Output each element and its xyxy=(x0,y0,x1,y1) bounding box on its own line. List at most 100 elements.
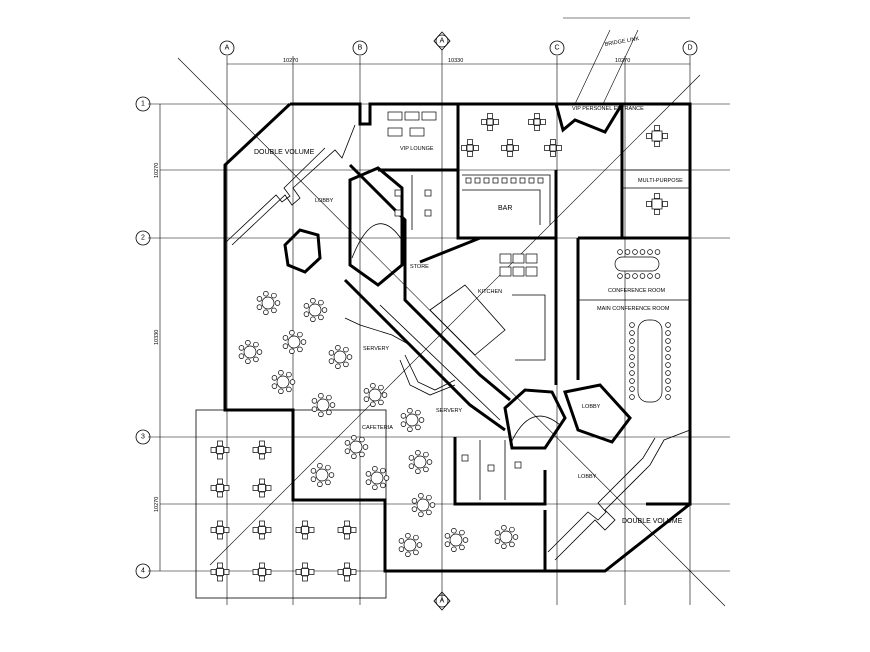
central-spine xyxy=(343,163,511,432)
bar-stool xyxy=(492,177,499,184)
grid-label: D xyxy=(687,45,692,52)
round-table xyxy=(333,350,347,364)
chair xyxy=(512,534,519,540)
chair xyxy=(654,249,661,255)
round-table xyxy=(413,455,427,469)
chair xyxy=(372,465,378,472)
chair xyxy=(408,455,415,461)
chair xyxy=(210,485,217,491)
chair xyxy=(253,341,259,348)
room-labels: BRIDGE LINK VIP PERSONEL ENTRANCE DOUBLE… xyxy=(254,36,683,525)
chair xyxy=(646,133,652,139)
grid-bubble-col-3: A xyxy=(433,31,451,51)
chair xyxy=(326,409,332,416)
chair xyxy=(494,530,501,536)
chair xyxy=(318,314,324,321)
kitchen xyxy=(419,236,558,385)
main-conference-table xyxy=(637,319,663,403)
round-table xyxy=(315,468,329,482)
square-table xyxy=(651,130,663,142)
grid-bubble-col-2: B xyxy=(352,40,368,56)
cafeteria-label: CAFETERIA xyxy=(362,425,393,431)
chair xyxy=(462,537,469,543)
grid-label: A xyxy=(440,598,445,605)
chair xyxy=(617,273,623,279)
chair xyxy=(400,421,407,427)
dimension-label: 10270 xyxy=(283,58,298,64)
grid-label: A xyxy=(440,38,445,45)
chair xyxy=(370,382,376,389)
chair xyxy=(415,449,421,456)
chair xyxy=(259,491,265,498)
chair xyxy=(217,478,223,485)
double-volume-bottom xyxy=(547,429,691,561)
grid-label: A xyxy=(225,45,230,52)
chair xyxy=(245,358,251,365)
double-volume-label: DOUBLE VOLUME xyxy=(622,518,683,525)
chair xyxy=(310,468,317,474)
chair xyxy=(337,569,344,575)
chair xyxy=(665,354,671,360)
chair xyxy=(252,447,259,453)
chair xyxy=(665,330,671,336)
chair xyxy=(297,331,303,338)
chair xyxy=(289,329,295,336)
chair xyxy=(665,386,671,392)
sofa xyxy=(387,111,403,121)
chair xyxy=(295,527,302,533)
chair xyxy=(265,569,272,575)
vip-entrance-label: VIP PERSONEL ENTRANCE xyxy=(572,106,644,112)
round-table xyxy=(416,498,430,512)
chair xyxy=(647,273,653,279)
vip-entrance xyxy=(554,102,625,134)
chair xyxy=(451,546,457,553)
chair xyxy=(426,494,432,501)
chair xyxy=(311,406,318,412)
chair xyxy=(418,417,425,423)
chair xyxy=(416,542,423,548)
chair xyxy=(639,273,646,279)
chair xyxy=(343,361,349,368)
chair xyxy=(325,464,331,471)
chair xyxy=(346,354,353,360)
chair xyxy=(259,440,265,447)
chair xyxy=(238,345,245,351)
chair xyxy=(256,349,263,355)
chair xyxy=(383,475,390,481)
square-table xyxy=(506,144,514,152)
round-table xyxy=(370,471,384,485)
chair xyxy=(629,354,635,360)
dimension-label: 10330 xyxy=(448,58,463,64)
chair xyxy=(411,498,418,504)
chair xyxy=(350,527,357,533)
square-table xyxy=(258,484,266,492)
servery-label: SERVERY xyxy=(436,408,462,414)
chair xyxy=(556,145,562,151)
chair xyxy=(335,344,341,351)
chair xyxy=(328,358,335,364)
chair xyxy=(263,309,269,316)
chair xyxy=(362,444,369,450)
chair xyxy=(297,346,303,353)
servery-counters xyxy=(344,317,456,396)
chair xyxy=(629,362,635,368)
toilets-bottom xyxy=(453,437,547,506)
kitchen-unit xyxy=(499,253,512,264)
square-table xyxy=(216,526,224,534)
sofa xyxy=(421,111,437,121)
chair xyxy=(302,562,308,569)
grid-label: 4 xyxy=(141,568,145,575)
chair xyxy=(217,491,223,498)
sofa xyxy=(387,127,403,137)
chair xyxy=(370,401,376,408)
chair xyxy=(507,151,513,157)
chair xyxy=(311,398,318,404)
kitchen-unit xyxy=(512,253,525,264)
square-table xyxy=(216,568,224,576)
chair xyxy=(501,145,507,151)
chair xyxy=(326,394,332,401)
square-table xyxy=(343,526,351,534)
chair xyxy=(351,453,357,460)
chair xyxy=(271,292,277,299)
chair xyxy=(318,411,324,418)
